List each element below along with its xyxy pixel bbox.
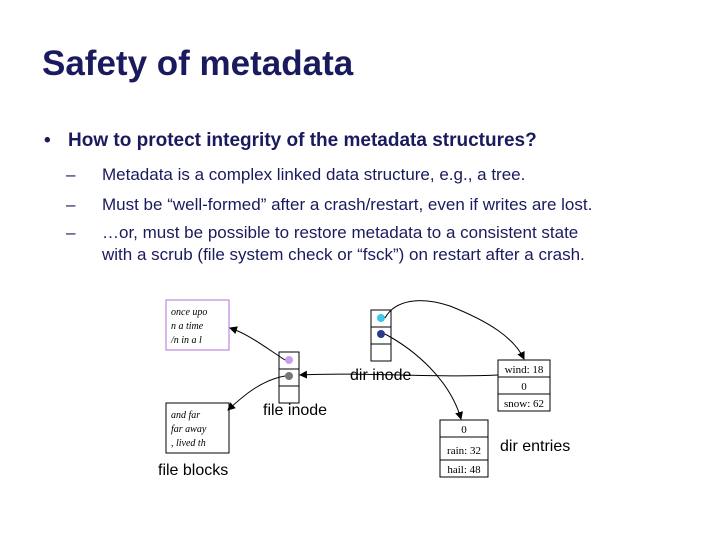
arrow-entry-to-file-inode bbox=[299, 370, 499, 379]
dir-entry-zero-a-text: 0 bbox=[521, 381, 527, 393]
file-block-2-line-1: and far bbox=[171, 410, 200, 421]
file-inode-slot-3 bbox=[278, 385, 300, 404]
dir-entry-wind-text: wind: 18 bbox=[505, 364, 544, 376]
slide-title: Safety of metadata bbox=[42, 44, 354, 83]
sub-bullet-1: –Metadata is a complex linked data struc… bbox=[66, 165, 526, 184]
dir-entry-hail-text: hail: 48 bbox=[447, 464, 481, 476]
sub-bullet-2-text: Must be “well-formed” after a crash/rest… bbox=[102, 195, 593, 214]
sub-bullet-3: –…or, must be possible to restore metada… bbox=[66, 222, 686, 266]
main-bullet-text: How to protect integrity of the metadata… bbox=[68, 130, 537, 151]
arrow-file-inode-to-block-1 bbox=[229, 326, 286, 361]
dir-inode-label: dir inode bbox=[350, 367, 412, 384]
dir-entry-hail bbox=[439, 459, 489, 478]
dir-inode-slot-3 bbox=[370, 343, 392, 362]
dir-inode-pointer-2 bbox=[377, 330, 385, 338]
arrow-file-inode-to-block-2 bbox=[227, 375, 286, 411]
file-inode-label: file inode bbox=[263, 402, 328, 419]
file-block-1-line-1: once upo bbox=[171, 307, 207, 318]
file-block-2-line-2: far away bbox=[171, 424, 207, 435]
arrow-dir-inode-to-entries-2 bbox=[384, 333, 463, 420]
arrow-dir-inode-to-entries-1 bbox=[384, 300, 525, 360]
bullet-dot: • bbox=[44, 130, 51, 151]
file-block-1-line-2: n a time bbox=[171, 321, 204, 332]
dir-entry-rain-text: rain: 32 bbox=[447, 445, 481, 457]
main-bullet: • How to protect integrity of the metadat… bbox=[44, 130, 537, 152]
file-inode-pointer-1 bbox=[285, 356, 293, 364]
sub-bullet-2: –Must be “well-formed” after a crash/res… bbox=[66, 195, 593, 214]
file-block-2 bbox=[165, 402, 230, 454]
dir-entry-zero-b-text: 0 bbox=[461, 424, 467, 436]
dir-entry-snow bbox=[497, 393, 551, 412]
sub-bullet-3-text-a: …or, must be possible to restore metadat… bbox=[102, 223, 579, 242]
file-inode-pointer-2 bbox=[285, 372, 293, 380]
file-block-2-line-3: , lived th bbox=[171, 438, 206, 449]
file-block-1-line-3: /n in a l bbox=[170, 335, 202, 346]
dir-inode-pointer-1 bbox=[377, 314, 385, 322]
file-block-1 bbox=[165, 299, 230, 351]
sub-bullet-3-text-b: with a scrub (file system check or “fsck… bbox=[102, 245, 585, 264]
dir-entry-snow-text: snow: 62 bbox=[504, 398, 544, 410]
file-blocks-label: file blocks bbox=[158, 462, 229, 479]
dir-entries-label: dir entries bbox=[500, 438, 571, 455]
sub-bullet-1-text: Metadata is a complex linked data struct… bbox=[102, 165, 526, 184]
